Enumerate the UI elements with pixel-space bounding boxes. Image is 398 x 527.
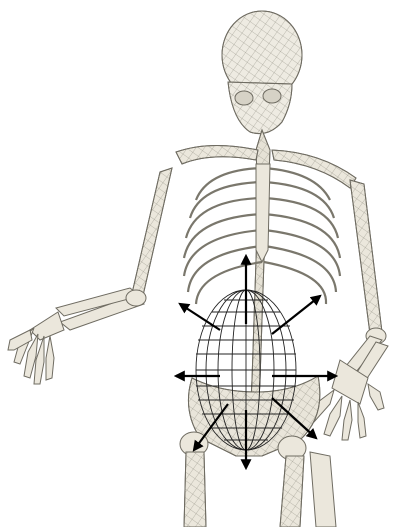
skull (222, 11, 302, 134)
left-hand (8, 312, 64, 384)
right-arm (346, 180, 388, 380)
left-arm (56, 168, 172, 330)
arrow-up-right-icon (272, 296, 320, 334)
sternum (256, 164, 270, 262)
